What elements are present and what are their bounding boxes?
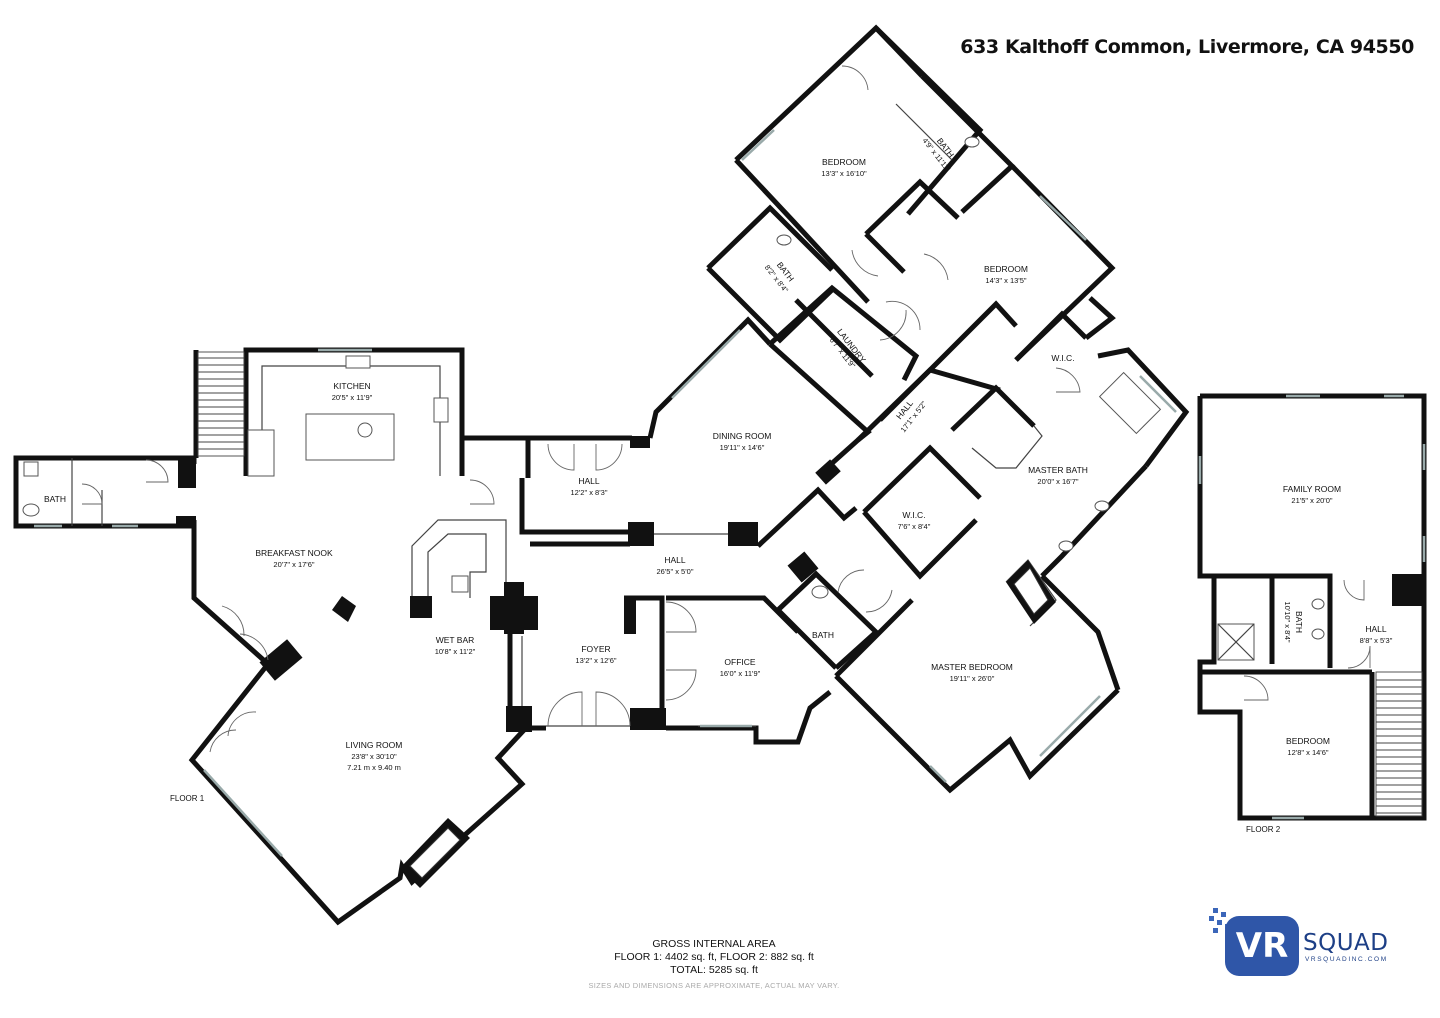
room-dims-hall-1: 12'2" x 8'3" xyxy=(571,488,608,497)
room-dims-dining-room: 19'11" x 14'6" xyxy=(720,443,765,452)
room-name-wet-bar: WET BAR xyxy=(436,635,475,645)
room-name-hall-2: HALL xyxy=(664,555,686,565)
room-dims-master-bath: 20'0" x 16'7" xyxy=(1037,477,1078,486)
room-dims-bedroom-2: 14'3" x 13'5" xyxy=(985,276,1026,285)
room-dims-office: 16'0" x 11'9" xyxy=(720,669,761,678)
area-floors: FLOOR 1: 4402 sq. ft, FLOOR 2: 882 sq. f… xyxy=(614,951,814,963)
room-dims-wic-2: 7'6" x 8'4" xyxy=(898,522,931,531)
fireplaces xyxy=(400,560,1056,888)
fixtures xyxy=(22,136,1110,599)
room-dims-bedroom-f2: 12'8" x 14'6" xyxy=(1287,748,1328,757)
room-dims-breakfast-nook: 20'7" x 17'6" xyxy=(273,560,314,569)
room-metric-living-room: 7.21 m x 9.40 m xyxy=(347,763,401,772)
room-name-breakfast-nook: BREAKFAST NOOK xyxy=(255,548,333,558)
foyer-office-walls xyxy=(506,595,832,745)
room-name-master-bedroom: MASTER BEDROOM xyxy=(931,662,1013,672)
room-dims-bath-f2: 10'10" x 8'4" xyxy=(1283,601,1292,642)
logo-badge: VR xyxy=(1225,916,1299,976)
floor-2-walls xyxy=(1197,393,1427,821)
logo-wordmark: SQUAD xyxy=(1303,930,1389,956)
stair-treads xyxy=(198,357,1422,814)
room-name-bedroom-f2: BEDROOM xyxy=(1286,736,1330,746)
floor-1-walls xyxy=(13,347,758,926)
property-address: 633 Kalthoff Common, Livermore, CA 94550 xyxy=(960,36,1414,58)
room-name-hall-1: HALL xyxy=(578,476,600,486)
floor-label-1: FLOOR 1 xyxy=(170,794,205,803)
room-name-kitchen: KITCHEN xyxy=(333,381,370,391)
logo-website: VRSQUADINC.COM xyxy=(1305,956,1388,963)
room-labels: BATH KITCHEN 20'5" x 11'9" BREAKFAST NOO… xyxy=(44,136,1393,772)
room-dims-foyer: 13'2" x 12'6" xyxy=(575,656,616,665)
room-name-bedroom-2: BEDROOM xyxy=(984,264,1028,274)
doors xyxy=(81,65,1081,753)
room-name-bath-f1-left: BATH xyxy=(44,494,66,504)
room-name-wic-1: W.I.C. xyxy=(1051,353,1074,363)
room-name-dining-room: DINING ROOM xyxy=(713,431,772,441)
room-name-family-room: FAMILY ROOM xyxy=(1283,484,1341,494)
area-total: TOTAL: 5285 sq. ft xyxy=(670,964,758,976)
floor-label-2: FLOOR 2 xyxy=(1246,825,1281,834)
stairs-floor-1 xyxy=(193,350,245,458)
room-name-bedroom-1: BEDROOM xyxy=(822,157,866,167)
room-dims-family-room: 21'5" x 20'0" xyxy=(1291,496,1332,505)
room-name-living-room: LIVING ROOM xyxy=(346,740,403,750)
windows-floor-1 xyxy=(34,129,1177,857)
room-dims-master-bedroom: 19'11" x 26'0" xyxy=(950,674,995,683)
room-name-hall-f2: HALL xyxy=(1365,624,1387,634)
room-name-bath-office: BATH xyxy=(812,630,834,640)
room-dims-hall-f2: 8'8" x 5'3" xyxy=(1360,636,1393,645)
room-name-bath-f2: BATH xyxy=(1294,611,1304,633)
area-disclaimer: SIZES AND DIMENSIONS ARE APPROXIMATE, AC… xyxy=(588,981,840,990)
room-dims-bedroom-1: 13'3" x 16'10" xyxy=(821,169,867,178)
room-name-wic-2: W.I.C. xyxy=(902,510,925,520)
room-dims-living-room: 23'8" x 30'10" xyxy=(351,752,397,761)
room-name-office: OFFICE xyxy=(724,657,755,667)
area-title: GROSS INTERNAL AREA xyxy=(652,938,776,950)
gross-internal-area: GROSS INTERNAL AREA FLOOR 1: 4402 sq. ft… xyxy=(569,938,859,992)
stairs-floor-2 xyxy=(1375,671,1423,817)
room-dims-kitchen: 20'5" x 11'9" xyxy=(332,393,373,402)
room-name-master-bath: MASTER BATH xyxy=(1028,465,1088,475)
room-name-foyer: FOYER xyxy=(581,644,610,654)
room-dims-wet-bar: 10'8" x 11'2" xyxy=(435,647,476,656)
northeast-wing-walls xyxy=(706,24,1190,794)
vr-squad-logo: VR SQUAD VRSQUADINC.COM xyxy=(1207,906,1417,980)
room-dims-hall-2: 26'5" x 5'0" xyxy=(657,567,694,576)
